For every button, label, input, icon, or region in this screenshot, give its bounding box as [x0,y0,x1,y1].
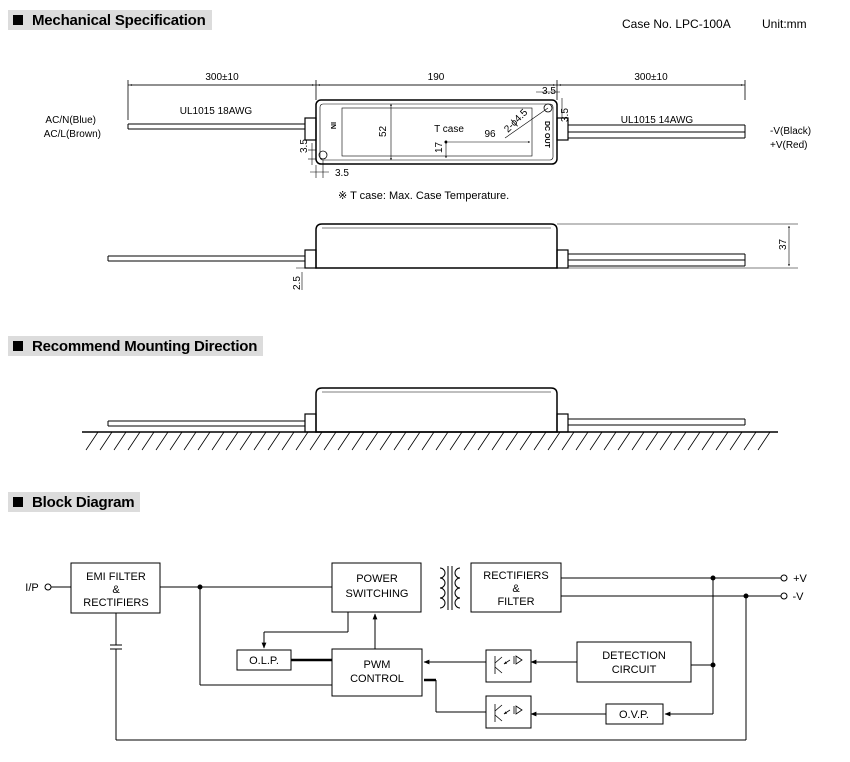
power-line1: POWER [356,573,398,585]
dim-3-5-side: 3.5 [299,139,310,153]
dim-3-5-right: 3.5 [560,108,571,122]
power-line2: SWITCHING [346,588,409,600]
wire-out-spec: UL1015 14AWG [621,115,694,126]
optocoupler-lower-icon [485,695,532,729]
bullet-square-icon [13,15,23,25]
emi-line3: RECTIFIERS [83,597,148,609]
out-pos-label: +V [793,573,807,585]
olp-label: O.L.P. [249,655,279,667]
dim-37: 37 [778,238,789,250]
out-neg-label: -V [793,591,805,603]
unit-label: Unit:mm [762,17,807,31]
top-view-labels: 300±10 190 300±10 UL1015 18AWG UL1015 14… [44,72,811,202]
pwm-line2: CONTROL [350,673,404,685]
pwm-control-block [331,648,423,697]
section-title-block: Block Diagram [8,492,141,512]
optocoupler-upper-icon [485,649,532,683]
bullet-square-icon [13,497,23,507]
ac-l-label: AC/L(Brown) [44,129,101,140]
ac-n-label: AC/N(Blue) [45,115,96,126]
dim-right-wire: 300±10 [634,72,668,83]
block-diagram-labels: I/P EMI FILTER & RECTIFIERS POWER SWITCH… [25,570,807,721]
top-view [127,80,746,178]
ip-label: I/P [25,582,38,594]
section-title-mounting: Recommend Mounting Direction [8,336,264,356]
dim-17: 17 [434,141,445,153]
dc-out-marking: DC OUT [543,121,550,149]
side-view-labels: 37 2.5 [292,238,789,290]
emi-line2: & [112,584,120,596]
wire-in-spec: UL1015 18AWG [180,106,253,117]
detection-circuit-block [576,641,692,683]
rect-line3: FILTER [497,596,534,608]
dim-left-wire: 300±10 [205,72,239,83]
mounting-view [82,387,778,451]
mounting-direction-title: Recommend Mounting Direction [32,337,258,355]
bullet-square-icon [13,341,23,351]
case-number: Case No. LPC-100A [622,17,731,31]
pwm-line1: PWM [364,659,391,671]
emi-line1: EMI FILTER [86,571,146,583]
t-case-note: ※ T case: Max. Case Temperature. [338,190,509,202]
dim-body-length: 190 [428,72,445,83]
dim-3-5-top: 3.5 [542,86,556,97]
transformer-icon [439,566,461,610]
detection-line1: DETECTION [602,650,666,662]
block-diagram-title: Block Diagram [32,493,135,511]
dim-2-5: 2.5 [292,276,303,290]
dim-hole: 2-ϕ4.5 [502,107,530,135]
v-pos-label: +V(Red) [770,140,808,151]
dim-96: 96 [484,129,496,140]
section-title-mechanical: Mechanical Specification [8,10,212,30]
t-case-label: T case [434,124,464,135]
rect-line1: RECTIFIERS [483,570,548,582]
block-diagram [44,562,788,741]
ground-hatch [85,431,771,451]
dim-52: 52 [378,125,389,137]
side-view [107,223,798,290]
ovp-label: O.V.P. [619,709,649,721]
v-neg-label: -V(Black) [770,126,811,137]
mechanical-spec-title: Mechanical Specification [32,11,206,29]
in-marking: IN [329,122,336,129]
dim-3-5-bottom: 3.5 [335,168,349,179]
rectifiers-filter-block [470,562,562,613]
detection-line2: CIRCUIT [612,664,657,676]
rect-line2: & [512,583,520,595]
